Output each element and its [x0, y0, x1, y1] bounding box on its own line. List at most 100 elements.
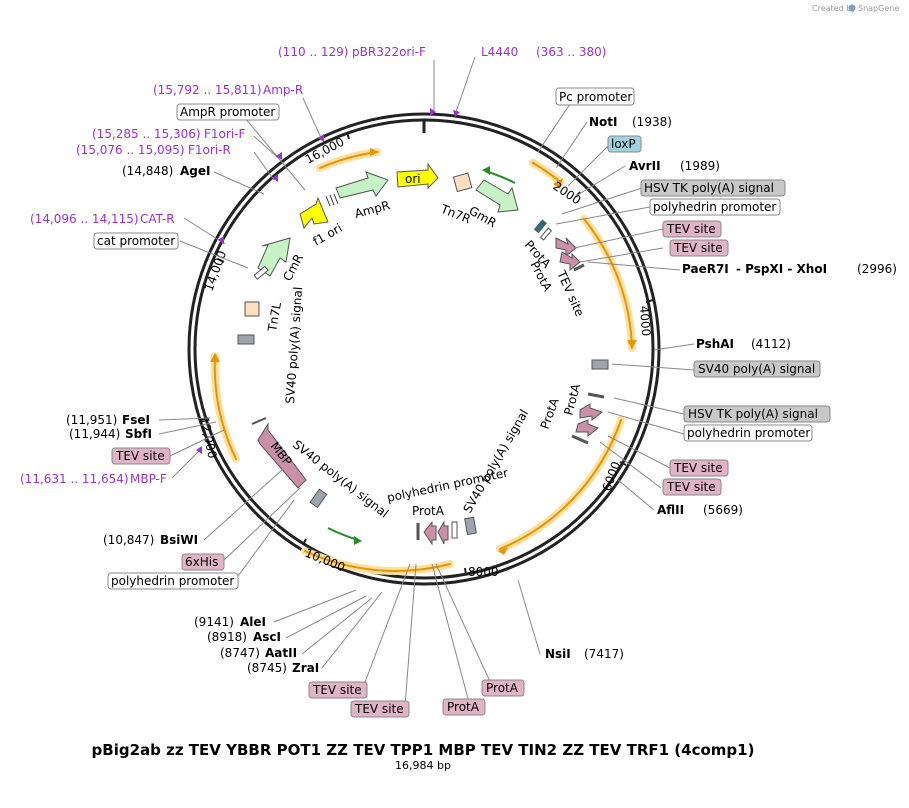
- feature-tev-site-label: TEV site: [554, 268, 587, 319]
- tick-label-10000: 10,000: [303, 546, 347, 575]
- bottom-marker-b: [451, 521, 458, 539]
- primer-mbpf-arrow-icon: [196, 446, 202, 454]
- box-pc-promoter: [555, 87, 635, 106]
- tev-marker-right-upper: [573, 263, 585, 272]
- box-polyhedrin-1: [649, 198, 781, 216]
- feature-polyhedrin-label: polyhedrin promoter: [386, 466, 510, 505]
- feature-protA-arrow-1: [555, 237, 577, 258]
- feature-tn7r-box: [452, 172, 473, 193]
- enzyme-nsii-name: NsiI: [545, 647, 571, 661]
- primer-pbr322-range: (110 .. 129): [278, 45, 348, 59]
- label-tev-7: TEV site: [115, 449, 165, 463]
- mbp-sv40-box: [309, 488, 328, 509]
- feature-protA-label-5: ProtA: [412, 504, 445, 518]
- tick-10000: [302, 538, 307, 546]
- box-hsv-tk-2: [683, 405, 831, 423]
- enzyme-zrai-pos: (8745): [247, 661, 287, 675]
- label-tev-6: TEV site: [354, 702, 404, 716]
- orf-arrowhead-6: [370, 148, 379, 156]
- feature-sv40-right-label: SV40 poly(A) signal: [460, 407, 531, 515]
- right-sv40-marker: [587, 392, 605, 399]
- inner-features: ori Tn7R GmR AmpR f1 ori CmR Tn7L SV40 p…: [237, 162, 609, 546]
- box-hsv-tk-1: [640, 179, 786, 197]
- primer-f1orir-name: F1ori-R: [188, 143, 231, 157]
- map-title: pBig2ab zz TEV YBBR POT1 ZZ TEV TPP1 MBP…: [92, 741, 755, 759]
- primer-f1orif-arrow-icon: [276, 152, 282, 160]
- box-cat-promoter: [93, 232, 179, 250]
- box-sv40-right: [693, 360, 821, 378]
- enzyme-alei-pos: (9141): [194, 615, 234, 629]
- box-polyhedrin-3: [107, 572, 239, 590]
- feature-tn7l-label: Tn7L: [265, 301, 284, 334]
- enzyme-sbfi-pos: (11,944): [69, 427, 120, 441]
- box-tev-5: [308, 681, 368, 699]
- box-prota-2: [442, 698, 486, 716]
- enzyme-asci-name: AscI: [253, 630, 281, 644]
- label-polyhedrin-2: polyhedrin promoter: [687, 426, 810, 440]
- orf-arrowhead-5: [210, 353, 220, 362]
- leader-lines: [158, 56, 695, 707]
- green-arcs: [327, 166, 516, 545]
- enzyme-avrii-pos: (1989): [680, 159, 720, 173]
- feature-protA-arrow-2: [559, 251, 581, 272]
- enzyme-agei-pos: (14,848): [122, 164, 173, 178]
- protA-marker-a: [533, 219, 547, 234]
- tick-16000: [346, 131, 350, 140]
- orf-arc-3: [499, 419, 622, 550]
- label-tev-4: TEV site: [666, 480, 716, 494]
- label-pc-promoter: Pc promoter: [559, 90, 632, 104]
- box-ampr-promoter: [176, 103, 280, 121]
- label-prota-1: ProtA: [486, 681, 519, 695]
- feature-cmr-arrow: [257, 237, 291, 277]
- left-small-marker: [251, 417, 267, 425]
- primer-l4440-range: (363 .. 380): [536, 45, 606, 59]
- feature-sv40-left-label: SV40 poly(A) signal: [283, 286, 305, 404]
- box-tev-6: [350, 700, 410, 718]
- box-tev-4: [662, 478, 722, 496]
- primer-catr-name: CAT-R: [140, 212, 175, 226]
- enzyme-sbfi-name: SbfI: [125, 427, 152, 441]
- box-tev-1: [662, 220, 722, 238]
- label-hsv-tk-2: HSV TK poly(A) signal: [688, 407, 818, 421]
- label-hsv-tk-1: HSV TK poly(A) signal: [644, 181, 774, 195]
- enzyme-paer7i-extra: - PspXI - XhoI: [736, 262, 827, 276]
- box-tev-3: [669, 459, 729, 477]
- label-6xhis: 6xHis: [185, 555, 218, 569]
- feature-protA-label-3: ProtA: [538, 395, 562, 431]
- label-loxp: loxP: [611, 137, 636, 151]
- primer-catr-arrow-icon: [218, 236, 224, 244]
- feature-ampr-arrow: [335, 171, 389, 199]
- bottom-sv40-box: [464, 516, 477, 536]
- tick-4000: [645, 299, 654, 303]
- label-prota-2: ProtA: [447, 700, 480, 714]
- enzyme-pshai-pos: (4112): [751, 337, 791, 351]
- tick-label-8000: 8000: [468, 565, 499, 579]
- enzyme-paer7i-pos: (2996): [857, 262, 897, 276]
- protA-bottom-arrow-1: [423, 520, 437, 546]
- label-cat-promoter: cat promoter: [97, 234, 175, 248]
- primer-mbpf-range: (11,631 .. 11,654): [20, 472, 129, 486]
- enzyme-aflii-name: AflII: [657, 503, 684, 517]
- feature-tn7l-box: [244, 301, 260, 317]
- feature-mbp-arrow: [257, 422, 307, 489]
- feature-gmr-arrow: [475, 179, 519, 213]
- box-tev-7: [111, 447, 171, 465]
- box-tev-2: [669, 239, 729, 257]
- enzyme-paer7i-name: PaeR7I: [682, 262, 729, 276]
- primer-catr-range: (14,096 .. 14,115): [30, 212, 139, 226]
- primer-f1orir-range: (15,076 .. 15,095): [76, 143, 185, 157]
- orf-arrowheads: [210, 148, 637, 555]
- enzyme-bsiwi-name: BsiWI: [160, 533, 198, 547]
- box-polyhedrin-2: [683, 424, 813, 442]
- primer-f1orif-range: (15,285 .. 15,306): [92, 127, 201, 141]
- feature-protA-label-2: ProtA: [527, 259, 555, 294]
- enzyme-noti-name: NotI: [589, 115, 618, 129]
- enzyme-pshai-name: PshAI: [696, 337, 734, 351]
- label-tev-1: TEV site: [666, 222, 716, 236]
- primer-ampr-name: Amp-R: [263, 83, 303, 97]
- cmr-promoter-mark: [253, 265, 269, 280]
- enzyme-agei-name: AgeI: [180, 164, 210, 178]
- box-loxp: [607, 135, 642, 153]
- feature-ori-arrow: [396, 162, 439, 190]
